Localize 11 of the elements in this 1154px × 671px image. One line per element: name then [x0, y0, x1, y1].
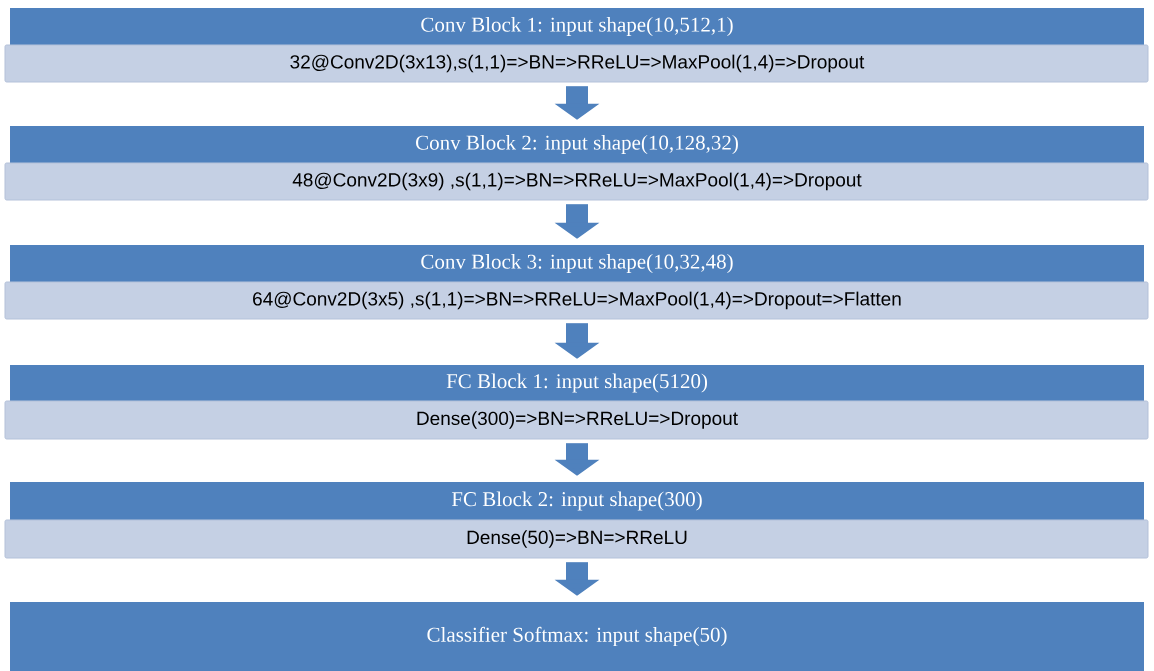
block-header: FC Block 1: input shape(5120)	[10, 365, 1144, 401]
block-header: Conv Block 1: input shape(10,512,1)	[10, 8, 1144, 45]
block-header: Classifier Softmax: input shape(50)	[10, 602, 1144, 671]
block-body: Dense(50)=>BN=>RReLU	[4, 519, 1149, 559]
block-body: Dense(300)=>BN=>RReLU=>Dropout	[4, 400, 1149, 440]
block-body: 64@Conv2D(3x5) ,s(1,1)=>BN=>RReLU=>MaxPool(1,4)=>Dropout=>Flatten	[4, 281, 1149, 320]
block-header: FC Block 2: input shape(300)	[10, 482, 1144, 520]
block-header: Conv Block 2: input shape(10,128,32)	[10, 126, 1144, 163]
block-header: Conv Block 3: input shape(10,32,48)	[10, 245, 1144, 282]
block-body: 32@Conv2D(3x13),s(1,1)=>BN=>RReLU=>MaxPool(1,4)=>Dropout	[4, 44, 1149, 83]
block-body: 48@Conv2D(3x9) ,s(1,1)=>BN=>RReLU=>MaxPool(1,4)=>Dropout	[4, 162, 1149, 201]
